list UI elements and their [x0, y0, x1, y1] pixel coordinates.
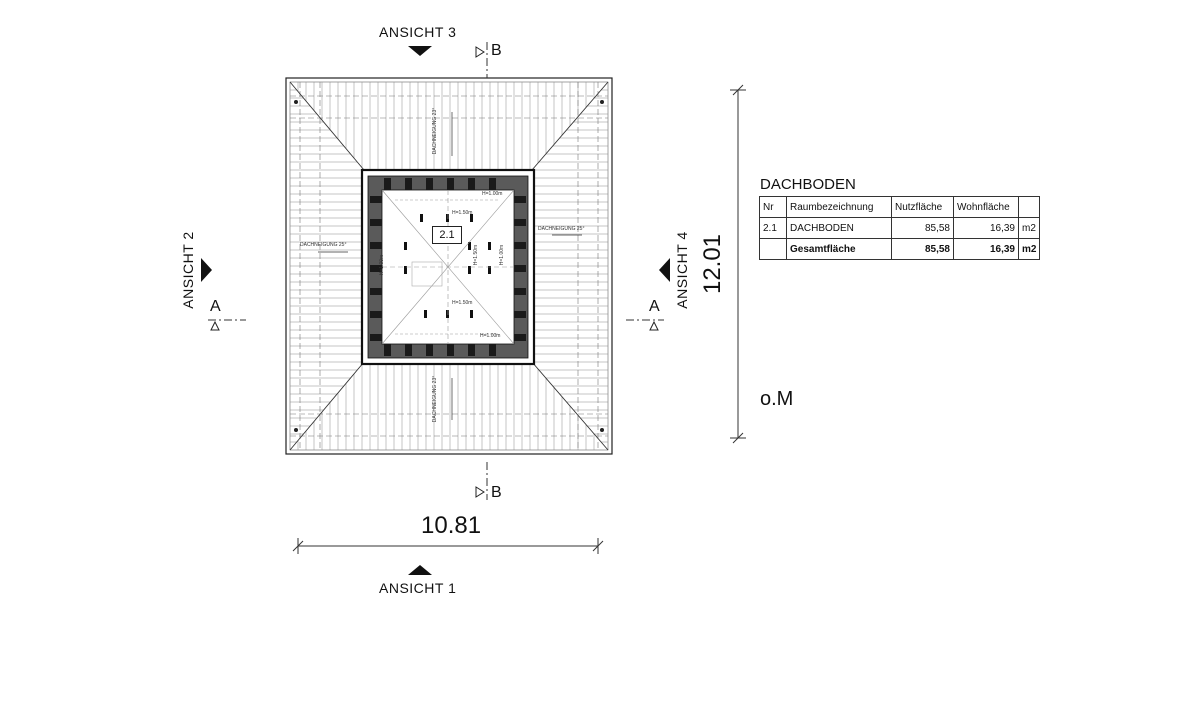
total-wohnflaeche: 16,39 — [953, 238, 1019, 260]
room-table-total: Gesamtfläche 85,58 16,39 m2 — [759, 238, 1041, 260]
cell-nr: 2.1 — [759, 217, 787, 239]
view-label-left: ANSICHT 2 — [180, 231, 196, 309]
rafter-lines — [290, 82, 608, 450]
header-unit — [1017, 196, 1041, 218]
cell-nutzflaeche: 85,58 — [891, 217, 954, 239]
total-nutzflaeche: 85,58 — [891, 238, 954, 260]
height-note-6: H=1.50m — [452, 300, 473, 306]
view-label-top: ANSICHT 3 — [379, 24, 457, 40]
dimension-height-line — [730, 84, 746, 444]
room-table-header: Nr Raumbezeichnung Nutzfläche Wohnfläche — [759, 196, 1041, 218]
height-note-3: H=1.00m — [379, 254, 386, 276]
purlin-lines — [290, 82, 608, 450]
view-arrow-right — [659, 258, 670, 282]
slope-arrows — [318, 112, 582, 420]
cell-wohnflaeche: 16,39 — [953, 217, 1019, 239]
roof-slope-east: DACHNEIGUNG 25° — [538, 226, 585, 232]
total-nr — [759, 238, 787, 260]
corner-markers — [294, 100, 604, 432]
roof-slope-north: DACHNEIGUNG 23° — [432, 107, 439, 155]
header-nutzflaeche: Nutzfläche — [891, 196, 954, 218]
dimension-width-line — [292, 538, 604, 554]
header-raumbezeichnung: Raumbezeichnung — [786, 196, 892, 218]
view-label-right: ANSICHT 4 — [674, 231, 690, 309]
view-arrow-top — [408, 46, 432, 56]
cell-raumbezeichnung: DACHBODEN — [786, 217, 892, 239]
roof-slope-south: DACHNEIGUNG 23° — [432, 375, 439, 423]
total-unit: m2 — [1017, 238, 1041, 260]
view-arrow-bottom — [408, 565, 432, 575]
height-note-7: H=1.00m — [480, 333, 501, 339]
height-note-2: H=1.50m — [452, 210, 473, 216]
view-arrows — [201, 46, 670, 575]
section-label-a-left: A — [210, 298, 221, 315]
dimension-width-value: 10.81 — [421, 512, 482, 539]
attic-joists — [370, 178, 526, 356]
room-number-label: 2.1 — [432, 226, 462, 244]
room-table-title: DACHBODEN — [760, 176, 856, 193]
room-table: Nr Raumbezeichnung Nutzfläche Wohnfläche… — [759, 196, 1041, 260]
roof-slope-west: DACHNEIGUNG 25° — [300, 242, 347, 248]
total-label: Gesamtfläche — [786, 238, 892, 260]
attic-interior-lines — [381, 189, 515, 345]
section-label-b-top: B — [491, 42, 502, 59]
height-note-5: H=1.00m — [499, 244, 506, 266]
view-label-bottom: ANSICHT 1 — [379, 580, 457, 596]
level-note: o.M — [760, 388, 794, 410]
hip-lines — [289, 81, 609, 451]
section-label-b-bottom: B — [491, 484, 502, 501]
header-nr: Nr — [759, 196, 787, 218]
section-label-a-right: A — [649, 298, 660, 315]
dimension-height-value: 12.01 — [699, 233, 726, 295]
height-note-1: H=1.00m — [482, 191, 503, 197]
room-table-row: 2.1 DACHBODEN 85,58 16,39 m2 — [759, 217, 1041, 239]
section-markers — [210, 46, 659, 498]
height-note-4: H=1.50m — [473, 244, 480, 266]
cell-unit: m2 — [1017, 217, 1041, 239]
view-arrow-left — [201, 258, 212, 282]
header-wohnflaeche: Wohnfläche — [953, 196, 1019, 218]
